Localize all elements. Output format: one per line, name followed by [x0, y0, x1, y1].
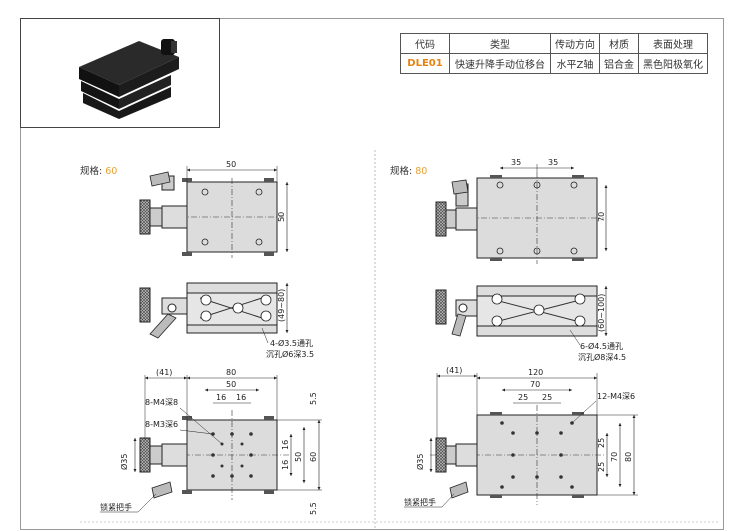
spec60-offset: (41)	[156, 368, 172, 377]
drawing-frame	[20, 18, 724, 530]
spec60-side-range: (49~80)	[277, 289, 286, 322]
spec60-hole2: 沉孔Ø6深3.5	[266, 349, 314, 359]
spec80-side-view: (60~100) 6-Ø4.5通孔 沉孔Ø8深4.5	[435, 285, 626, 362]
cell-surface: 黑色阳极氧化	[638, 53, 708, 74]
spec60-lock-label: 锁紧把手	[100, 502, 132, 512]
spec60-top-height: 50	[277, 212, 286, 222]
spec60-d35: Ø35	[119, 454, 129, 470]
spec60-bottom-view: (41) 80 50 16 16 8-M4深8 8-M3深6 Ø35 5.5 1…	[100, 368, 322, 515]
spec60-w80: 80	[226, 368, 236, 377]
product-photo	[20, 18, 220, 128]
spec60-hole1: 4-Ø3.5通孔	[270, 338, 313, 348]
spec60-h55a: 5.5	[309, 392, 318, 405]
spec80-w35a: 35	[511, 158, 521, 167]
spec80-value: 80	[415, 166, 428, 177]
spec-table: 代码 类型 传动方向 材质 表面处理 DLE01 快速升降手动位移台 水平Z轴 …	[400, 33, 708, 74]
spec60-w16a: 16	[216, 393, 226, 402]
spec60-w16b: 16	[236, 393, 246, 402]
spec80-offset: (41)	[446, 366, 462, 375]
spec60-m3: 8-M3深6	[145, 420, 178, 429]
spec80-w35b: 35	[548, 158, 558, 167]
cell-direction: 水平Z轴	[550, 53, 600, 74]
spec80-w120: 120	[528, 368, 543, 377]
spec60-h16b: 16	[281, 460, 290, 470]
spec60-h16a: 16	[281, 440, 290, 450]
table-row: DLE01 快速升降手动位移台 水平Z轴 铝合金 黑色阳极氧化	[400, 53, 708, 74]
spec80-d35: Ø35	[415, 454, 425, 470]
spec60-h55b: 5.5	[309, 502, 318, 515]
spec60-h60: 60	[309, 452, 318, 462]
spec80-w25b: 25	[542, 393, 552, 402]
spec80-top-height: 70	[597, 212, 606, 222]
spec60-value: 60	[105, 166, 118, 177]
spec80-w25a: 25	[518, 393, 528, 402]
spec80-lock-label: 锁紧把手	[404, 497, 436, 507]
spec60-m4: 8-M4深8	[145, 398, 178, 407]
spec80-top-view: 35 35 70	[435, 158, 608, 264]
spec80-label: 规格: 80	[390, 166, 428, 177]
spec80-side-range: (60~100)	[597, 294, 606, 332]
spec80-w70: 70	[530, 380, 540, 389]
spec60-side-view: (49~80) 4-Ø3.5通孔 沉孔Ø6深3.5	[139, 282, 314, 359]
product-image	[79, 39, 179, 119]
spec80-h25b: 25	[597, 462, 606, 472]
spec80-h80: 80	[624, 452, 633, 462]
spec60-top-view: 50 50	[139, 160, 289, 258]
spec60-label: 规格: 60	[80, 166, 118, 177]
spec80-m4: 12-M4深6	[597, 392, 635, 401]
spec80-hole2: 沉孔Ø8深4.5	[578, 352, 626, 362]
spec80-h70: 70	[610, 452, 619, 462]
spec60-w50: 50	[226, 380, 236, 389]
spec60-h50: 50	[294, 452, 303, 462]
spec60-top-width: 50	[226, 160, 236, 169]
spec80-bottom-view: (41) 120 70 25 25 12-M4深6 Ø35 25 25 70 8…	[404, 366, 638, 508]
spec80-h25a: 25	[597, 438, 606, 448]
spec80-hole1: 6-Ø4.5通孔	[580, 341, 623, 351]
